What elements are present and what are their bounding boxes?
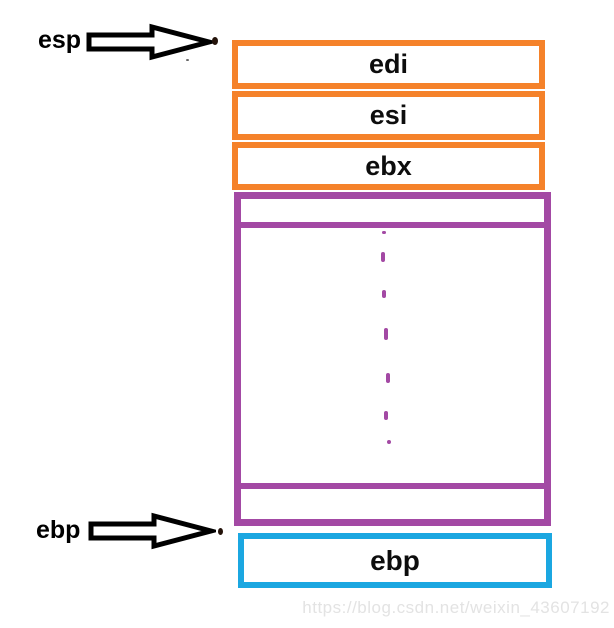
- ellipsis-dot: [382, 231, 386, 234]
- ebp-arrow-tip-dot: [218, 528, 223, 535]
- ellipsis-dot: [384, 328, 388, 340]
- ellipsis-dot: [382, 290, 386, 298]
- esp-arrow-right-icon: [86, 23, 214, 61]
- esp-arrow-tip-dot: [212, 37, 218, 45]
- stray-speck: [186, 59, 189, 61]
- stack-locals-top-slot: [241, 199, 544, 228]
- stack-cell-edi-label: edi: [368, 49, 408, 79]
- ellipsis-dot: [384, 411, 388, 420]
- ellipsis-dot: [387, 440, 391, 444]
- stack-locals-body: [241, 228, 544, 483]
- stack-locals-region: [234, 192, 551, 526]
- ellipsis-dot: [386, 373, 390, 383]
- stack-cell-edi: edi: [232, 40, 545, 89]
- esp-pointer-label: esp: [38, 26, 82, 54]
- stack-locals-bottom-slot: [241, 483, 544, 519]
- stack-cell-ebx: ebx: [232, 142, 545, 190]
- stack-cell-esi-label: esi: [369, 100, 408, 130]
- stack-cell-ebx-label: ebx: [365, 150, 412, 181]
- watermark-url: https://blog.csdn.net/weixin_43607192: [302, 598, 610, 617]
- ebp-pointer-label: ebp: [36, 516, 81, 544]
- stack-cell-esi: esi: [232, 91, 545, 140]
- stack-cell-saved-ebp-label: ebp: [370, 544, 420, 576]
- ellipsis-dot: [381, 252, 385, 262]
- ebp-arrow-right-icon: [88, 512, 216, 550]
- stack-cell-saved-ebp: ebp: [238, 533, 552, 588]
